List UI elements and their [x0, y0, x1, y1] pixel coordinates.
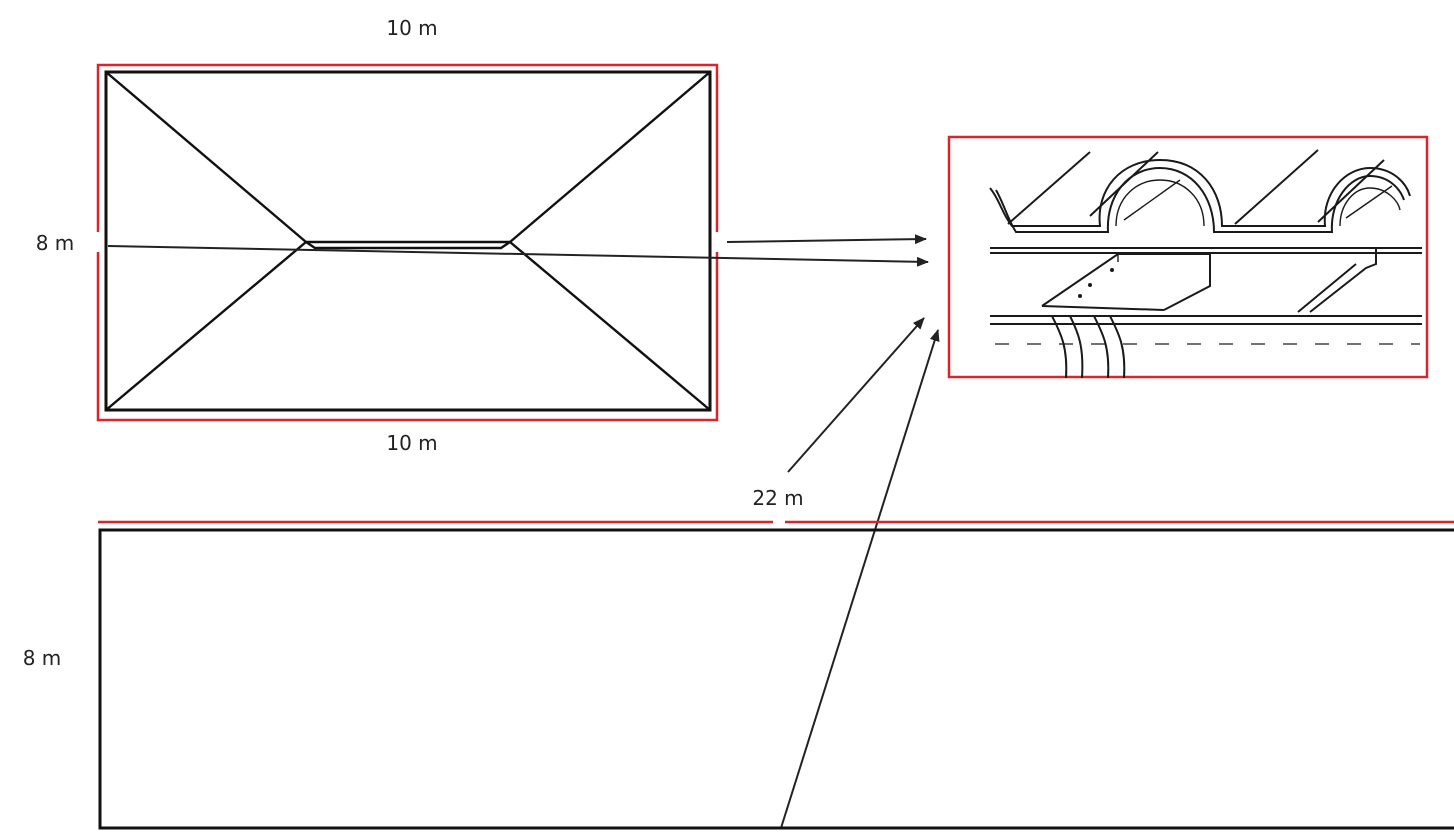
wall-length-label: 22 m	[752, 486, 803, 510]
roof-plan: 10 m 10 m 8 m	[36, 16, 719, 455]
arrow-from-plan-ridge	[107, 245, 929, 267]
wall-elevation: 22 m 8 m	[23, 486, 1454, 830]
roof-tile-cross-section-icon	[989, 149, 1422, 379]
wall-height-label: 8 m	[23, 646, 62, 670]
pointer-arrows	[107, 234, 940, 829]
roof-hip-lines	[105, 71, 711, 411]
roof-tile-detail	[947, 135, 1429, 379]
arrow-from-length-label	[787, 317, 925, 473]
roof-ridge-line	[305, 240, 511, 250]
wall-elevation-outline	[98, 528, 1454, 830]
roof-plan-dimension-frame	[96, 63, 719, 422]
bottom-width-label: 10 m	[386, 431, 437, 455]
arrow-from-plan-edge	[726, 234, 927, 245]
roof-plan-outline	[104, 70, 712, 412]
arrow-from-wall-base	[780, 329, 940, 829]
detail-frame	[947, 135, 1429, 379]
top-width-label: 10 m	[386, 16, 437, 40]
roof-depth-label: 8 m	[36, 231, 75, 255]
